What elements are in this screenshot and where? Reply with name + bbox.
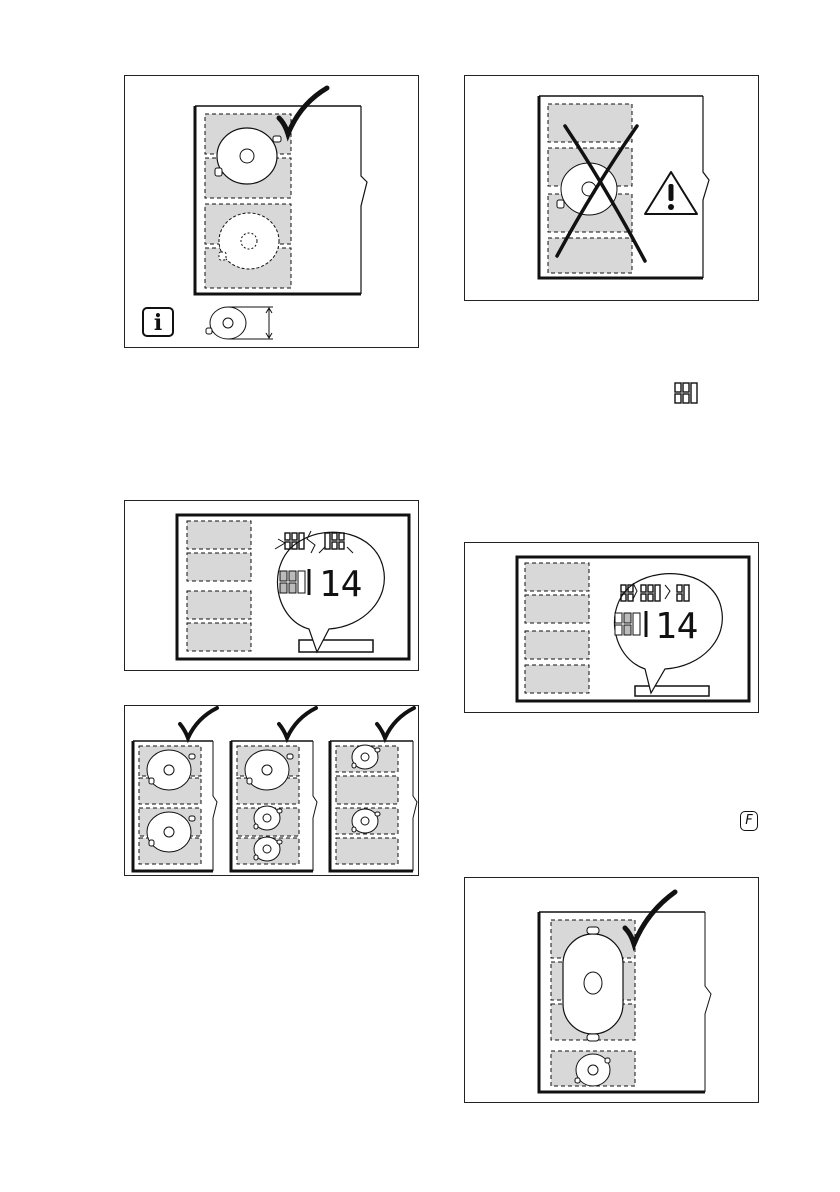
hob-diagram-warning — [465, 76, 760, 302]
flex-symbol: F — [745, 813, 752, 828]
control-display-diagram: 14 — [465, 543, 760, 714]
figure-oval-pot-placement — [464, 877, 759, 1103]
figure-incorrect-pot-placement — [464, 75, 759, 301]
display-digits: 14 — [655, 606, 698, 647]
figure-display-bridge-mode: 14 — [464, 542, 759, 713]
flex-zone-icon: F — [740, 811, 758, 831]
hob-diagram: i — [125, 76, 420, 349]
hob-oval-pot-diagram — [465, 878, 760, 1104]
warning-triangle-icon — [645, 172, 697, 214]
svg-text:i: i — [154, 310, 162, 336]
check-mark-icon — [377, 708, 414, 738]
three-hob-diagrams — [125, 706, 420, 877]
check-mark-icon — [625, 892, 675, 944]
figure-pot-configurations — [124, 705, 419, 876]
figure-correct-pot-placement: i — [124, 75, 419, 348]
control-display-diagram: 14 — [125, 501, 420, 672]
check-mark-icon — [180, 708, 217, 738]
info-icon: i — [143, 308, 173, 336]
power-level-segment-icon — [673, 381, 699, 405]
oval-pot-icon — [563, 927, 623, 1041]
pot-icon — [575, 1054, 610, 1086]
pot-height-icon — [206, 307, 273, 339]
check-mark-icon — [279, 708, 316, 738]
figure-display-pot-detection: 14 — [124, 500, 419, 671]
pot-outline-icon — [219, 213, 279, 269]
display-digits: 14 — [319, 564, 362, 605]
check-mark-icon — [279, 88, 327, 134]
